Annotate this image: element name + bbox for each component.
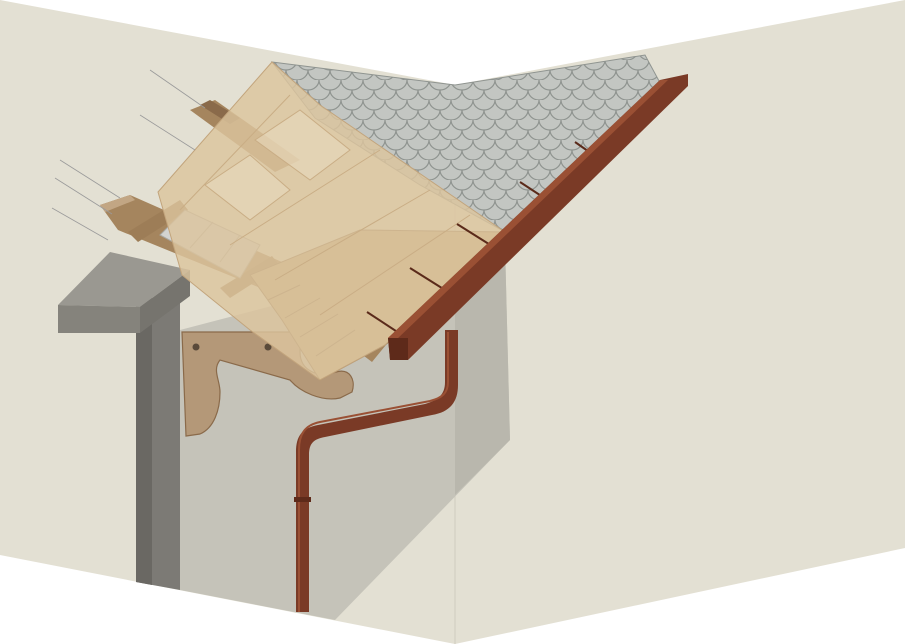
leader-lines (51, 69, 206, 241)
cornice-ledge-top (58, 252, 190, 307)
eave-gutter-rim (388, 80, 668, 340)
eave-gutter (388, 74, 688, 360)
bracket-bolt-1 (192, 343, 200, 351)
roof-sheathing (157, 61, 506, 381)
bracket-bolt-2 (264, 343, 272, 351)
cornice-ledge-front (58, 305, 140, 333)
gutter-end-cap (388, 338, 408, 360)
cornice-ledge-side (140, 270, 190, 333)
building-wall-shadow (455, 245, 510, 495)
wall-pillar-face (136, 292, 152, 585)
downspout-joint (294, 497, 311, 502)
sheathing-seams (179, 94, 471, 316)
downspout-highlight (298, 332, 449, 612)
eave-fascia-top (100, 195, 135, 212)
